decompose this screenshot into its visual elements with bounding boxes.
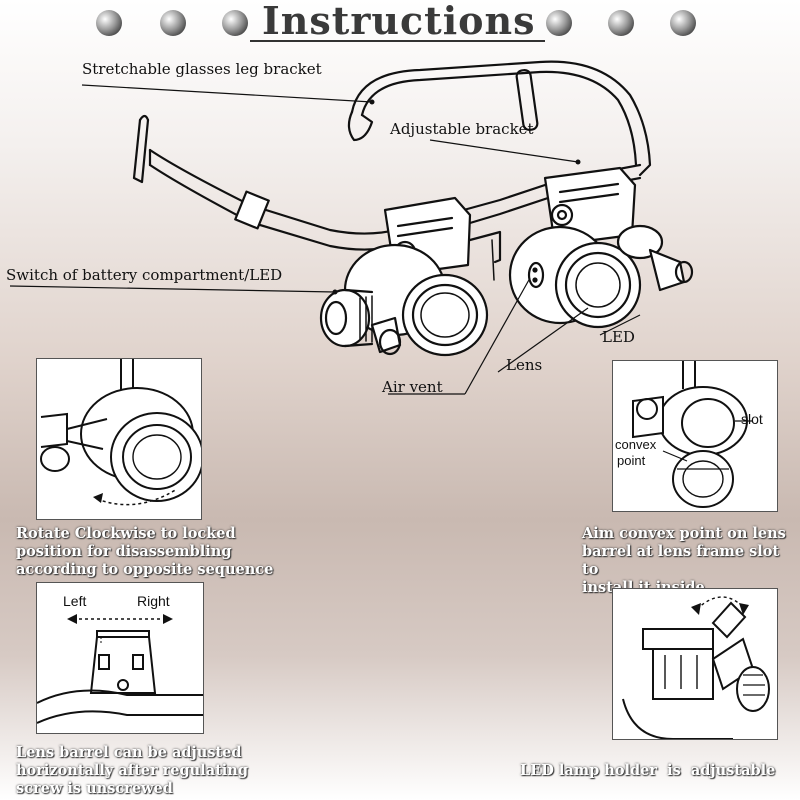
decor-dot-5 — [608, 10, 634, 36]
label-point: point — [617, 453, 646, 468]
rotate-lens-illustration — [40, 359, 201, 506]
caption-lamp: LED lamp holder is adjustable — [520, 762, 775, 780]
caption-rotate-line-1: Rotate Clockwise to locked — [16, 525, 236, 542]
caption-rotate-line-3: according to opposite sequence — [16, 561, 274, 578]
label-convex: convex — [615, 437, 657, 452]
label-adjustable-bracket: Adjustable bracket — [390, 120, 534, 138]
decor-dot-6 — [670, 10, 696, 36]
decor-dot-4 — [546, 10, 572, 36]
caption-convex: Aim convex point on lens barrel at lens … — [582, 525, 800, 597]
label-slot: slot — [741, 411, 763, 427]
lamp-holder-illustration — [622, 596, 770, 739]
panel-rotate — [36, 358, 202, 520]
label-air-vent: Air vent — [382, 378, 443, 396]
label-right: Right — [137, 593, 170, 609]
decor-dot-1 — [96, 10, 122, 36]
page-title: Instructions — [262, 0, 536, 43]
caption-horizontal-line-1: Lens barrel can be adjusted — [16, 744, 242, 761]
decor-dot-2 — [160, 10, 186, 36]
caption-lamp-line-1: LED lamp holder is adjustable — [520, 762, 776, 779]
caption-horizontal-line-2: horizontally after regulating — [16, 762, 248, 779]
caption-rotate: Rotate Clockwise to locked position for … — [16, 525, 273, 579]
title-underline — [250, 40, 545, 42]
label-leg-bracket: Stretchable glasses leg bracket — [82, 60, 322, 78]
caption-rotate-line-2: position for disassembling — [16, 543, 232, 560]
label-left: Left — [63, 593, 87, 609]
label-led: LED — [602, 328, 635, 346]
caption-convex-line-1: Aim convex point on lens — [582, 525, 786, 542]
caption-horizontal-line-3: screw is unscrewed — [16, 780, 173, 797]
label-switch: Switch of battery compartment/LED — [6, 266, 283, 284]
caption-convex-line-2: barrel at lens frame slot to — [582, 543, 780, 578]
label-lens: Lens — [506, 356, 543, 374]
panel-convex: slot convex point — [612, 360, 778, 512]
decor-dot-3 — [222, 10, 248, 36]
convex-slot-illustration — [632, 361, 753, 508]
panel-lamp — [612, 588, 778, 740]
panel-horizontal: Left Right — [36, 582, 204, 734]
horizontal-adjust-illustration — [37, 614, 203, 724]
caption-horizontal: Lens barrel can be adjusted horizontally… — [16, 744, 248, 798]
